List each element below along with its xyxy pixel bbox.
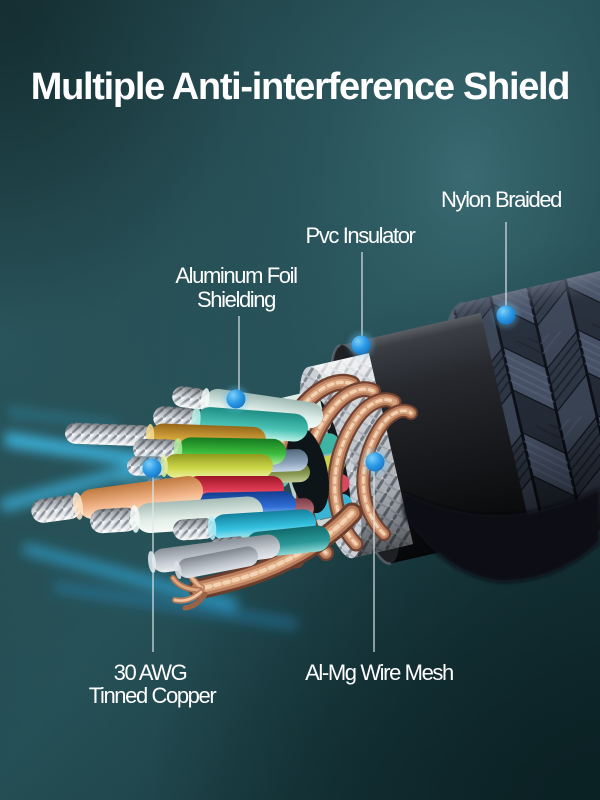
svg-text:Al-Mg Wire Mesh: Al-Mg Wire Mesh — [305, 660, 453, 685]
svg-text:Tinned Copper: Tinned Copper — [89, 683, 217, 708]
svg-text:Pvc Insulator: Pvc Insulator — [306, 223, 416, 248]
svg-text:Multiple Anti-interference Shi: Multiple Anti-interference Shield — [31, 66, 569, 108]
svg-text:Aluminum Foil: Aluminum Foil — [175, 263, 297, 288]
svg-text:Nylon Braided: Nylon Braided — [441, 187, 561, 212]
svg-text:30 AWG: 30 AWG — [114, 660, 187, 685]
svg-text:Shielding: Shielding — [197, 287, 275, 312]
